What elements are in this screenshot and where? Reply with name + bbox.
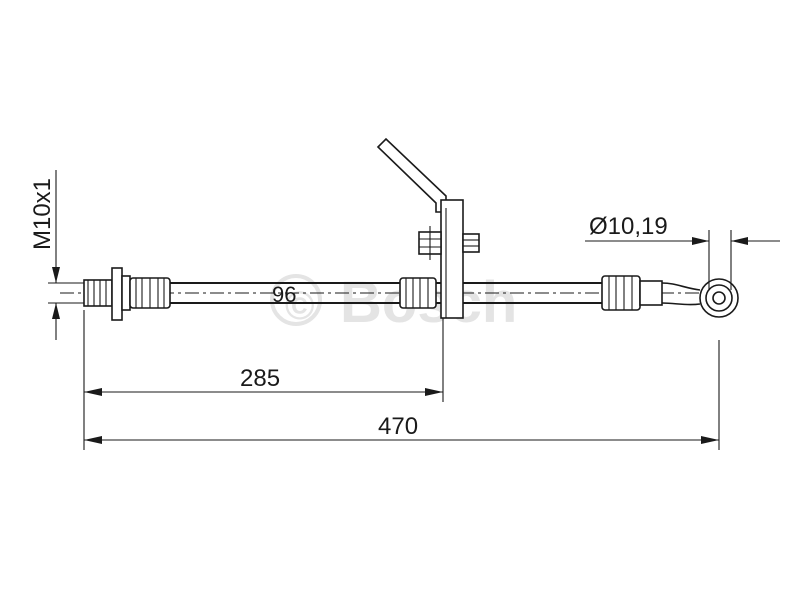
hose-marking: 96: [272, 282, 296, 307]
total-length-dimension: 470: [84, 340, 720, 450]
mounting-bracket: [376, 137, 480, 319]
watermark-copyright-symbol: ©: [285, 284, 314, 328]
total-length-label: 470: [378, 413, 418, 440]
diameter-dimension: Ø10,19: [585, 213, 780, 290]
left-fitting: [83, 267, 171, 321]
length-to-bracket-dimension: 285: [83, 310, 444, 450]
thread-dimension: M10x1: [29, 170, 84, 340]
middle-crimp-sleeve: [399, 277, 437, 309]
thread-dimension-label: M10x1: [29, 178, 56, 250]
right-fitting: [601, 275, 739, 318]
length-to-bracket-label: 285: [240, 365, 280, 392]
hose-body: 96: [60, 282, 720, 307]
diameter-dimension-label: Ø10,19: [589, 213, 668, 240]
